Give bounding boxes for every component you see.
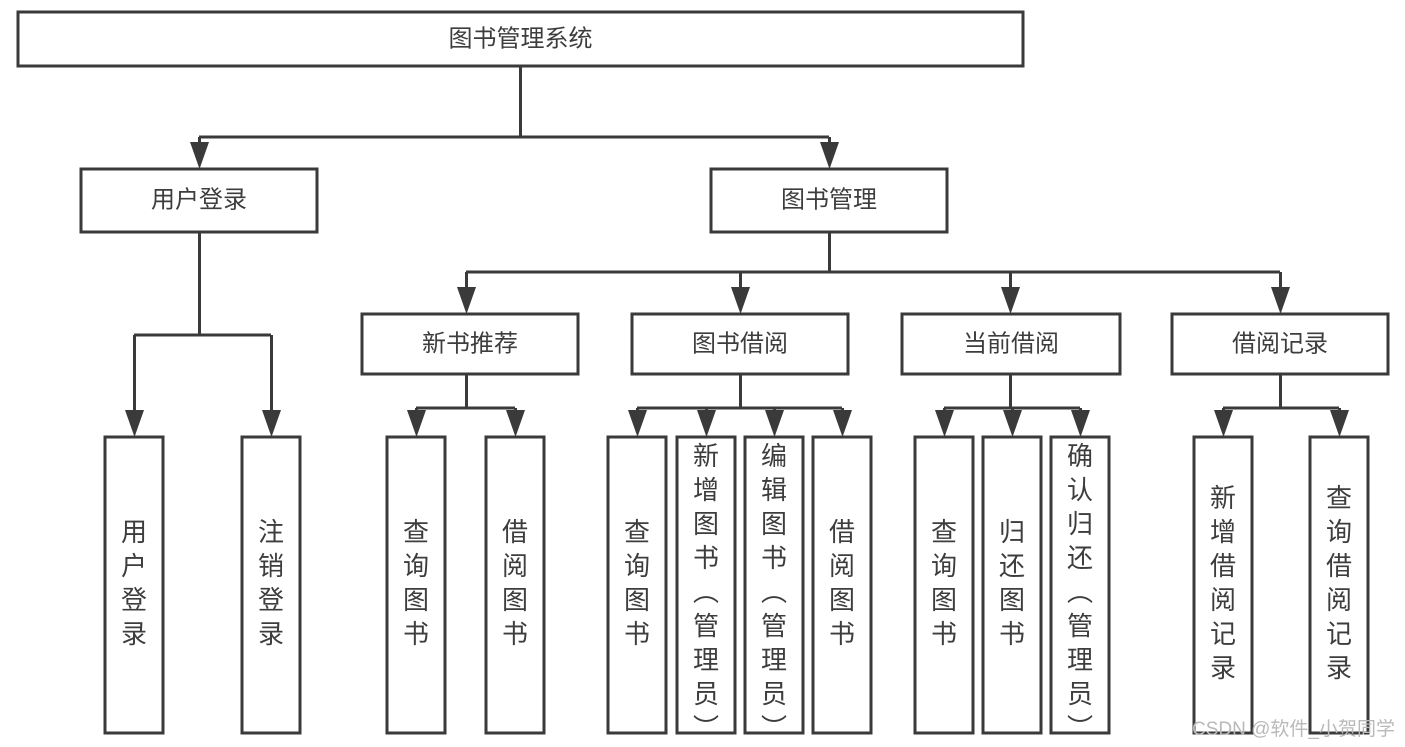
- leaf-node-label: 查询图书: [931, 517, 957, 649]
- leaf-node[interactable]: 借阅图书: [811, 435, 873, 735]
- node-user-login-rect[interactable]: [79, 167, 319, 234]
- node-root[interactable]: 图书管理系统: [16, 10, 1025, 68]
- arrowhead-borrow-record: [1271, 287, 1290, 314]
- arrowhead-leaf-user-login: [125, 410, 144, 437]
- arrowhead-leaf-edit-book: [765, 410, 784, 437]
- leaf-node-label: 借阅图书: [502, 517, 528, 649]
- leaf-node-label: 编辑图书︵管理员︶: [761, 441, 787, 743]
- leaf-node-label: 查询借阅记录: [1326, 483, 1352, 683]
- arrowhead-user-login: [190, 142, 209, 169]
- arrowhead-leaf-return-book: [1003, 410, 1022, 437]
- leaf-node[interactable]: 注销登录: [240, 435, 302, 735]
- node-user-login-label: 用户登录: [151, 186, 247, 213]
- leaf-node[interactable]: 查询图书: [913, 435, 975, 735]
- arrowhead-book-borrow: [731, 287, 750, 314]
- leaf-node-rect[interactable]: [385, 435, 447, 735]
- arrowhead-leaf-query-book-3: [935, 410, 954, 437]
- leaf-node-label: 注销登录: [258, 517, 284, 649]
- arrowhead-leaf-add-book: [697, 410, 716, 437]
- arrowhead-new-book-rec: [457, 287, 476, 314]
- connector-group-root: [190, 66, 839, 169]
- leaf-node-rect[interactable]: [913, 435, 975, 735]
- arrowhead-leaf-query-book-2: [628, 410, 647, 437]
- leaf-node-rect[interactable]: [240, 435, 302, 735]
- leaf-node-rect[interactable]: [1192, 435, 1254, 735]
- connector-group-borrow-record: [1214, 374, 1349, 437]
- leaf-node-label: 新增图书︵管理员︶: [693, 441, 719, 743]
- node-current-borrow-label: 当前借阅: [963, 330, 1059, 357]
- connector-group-new-book-rec: [407, 374, 525, 437]
- node-book-mgmt[interactable]: 图书管理: [709, 167, 949, 234]
- leaf-node-label: 归还图书: [999, 517, 1025, 649]
- node-new-book-recommend-rect[interactable]: [360, 312, 580, 376]
- leaf-node-rect[interactable]: [743, 435, 805, 735]
- leaf-node[interactable]: 查询图书: [606, 435, 668, 735]
- leaf-node-rect[interactable]: [1049, 435, 1111, 735]
- node-user-login[interactable]: 用户登录: [79, 167, 319, 234]
- arrowhead-leaf-confirm-return: [1071, 410, 1090, 437]
- node-book-borrow-label: 图书借阅: [692, 330, 788, 357]
- node-borrow-record-label: 借阅记录: [1232, 330, 1328, 357]
- node-book-borrow-rect[interactable]: [630, 312, 850, 376]
- leaf-node-layer: 用户登录 注销登录 查询图书 借阅图书 查询图书 新增图书︵管理员︶ 编辑图书︵管理员︶ 借阅…: [103, 435, 1370, 743]
- leaf-node[interactable]: 用户登录: [103, 435, 165, 735]
- node-book-borrow[interactable]: 图书借阅: [630, 312, 850, 376]
- connector-group-user-login: [125, 232, 281, 437]
- leaf-node-rect[interactable]: [675, 435, 737, 735]
- leaf-node[interactable]: 编辑图书︵管理员︶: [743, 435, 805, 743]
- leaf-node-label: 借阅图书: [829, 517, 855, 649]
- connector-group-book-borrow: [628, 374, 852, 437]
- node-current-borrow[interactable]: 当前借阅: [900, 312, 1122, 376]
- node-book-mgmt-label: 图书管理: [781, 186, 877, 213]
- leaf-node[interactable]: 借阅图书: [484, 435, 546, 735]
- node-new-book-recommend-label: 新书推荐: [422, 330, 518, 357]
- leaf-node-label: 查询图书: [624, 517, 650, 649]
- arrowhead-leaf-query-book-1: [407, 410, 426, 437]
- leaf-node-rect[interactable]: [811, 435, 873, 735]
- leaf-node[interactable]: 查询图书: [385, 435, 447, 735]
- leaf-node-rect[interactable]: [606, 435, 668, 735]
- node-book-mgmt-rect[interactable]: [709, 167, 949, 234]
- arrowhead-leaf-borrow-book-2: [833, 410, 852, 437]
- leaf-node-rect[interactable]: [103, 435, 165, 735]
- node-borrow-record-rect[interactable]: [1170, 312, 1390, 376]
- node-borrow-record[interactable]: 借阅记录: [1170, 312, 1390, 376]
- leaf-node-rect[interactable]: [1308, 435, 1370, 735]
- arrowhead-leaf-query-record: [1330, 410, 1349, 437]
- arrowhead-current-borrow: [1001, 287, 1020, 314]
- node-new-book-recommend[interactable]: 新书推荐: [360, 312, 580, 376]
- leaf-node-label: 用户登录: [121, 517, 147, 649]
- arrowhead-leaf-borrow-book-1: [506, 410, 525, 437]
- connector-group-book-mgmt: [457, 232, 1290, 314]
- leaf-node-label: 查询图书: [403, 517, 429, 649]
- leaf-node-label: 确认归还︵管理员︶: [1067, 441, 1093, 743]
- node-current-borrow-rect[interactable]: [900, 312, 1122, 376]
- arrowhead-book-mgmt: [820, 142, 839, 169]
- leaf-node[interactable]: 归还图书: [981, 435, 1043, 735]
- leaf-node-label: 新增借阅记录: [1210, 483, 1236, 683]
- leaf-node[interactable]: 新增图书︵管理员︶: [675, 435, 737, 743]
- node-root-rect[interactable]: [16, 10, 1025, 68]
- leaf-node-rect[interactable]: [981, 435, 1043, 735]
- leaf-node-rect[interactable]: [484, 435, 546, 735]
- leaf-node[interactable]: 查询借阅记录: [1308, 435, 1370, 735]
- arrowhead-leaf-logout: [262, 410, 281, 437]
- arrowhead-leaf-add-record: [1214, 410, 1233, 437]
- leaf-node[interactable]: 确认归还︵管理员︶: [1049, 435, 1111, 743]
- leaf-node[interactable]: 新增借阅记录: [1192, 435, 1254, 735]
- connector-group-current-borrow: [935, 374, 1090, 437]
- node-root-label: 图书管理系统: [449, 25, 593, 52]
